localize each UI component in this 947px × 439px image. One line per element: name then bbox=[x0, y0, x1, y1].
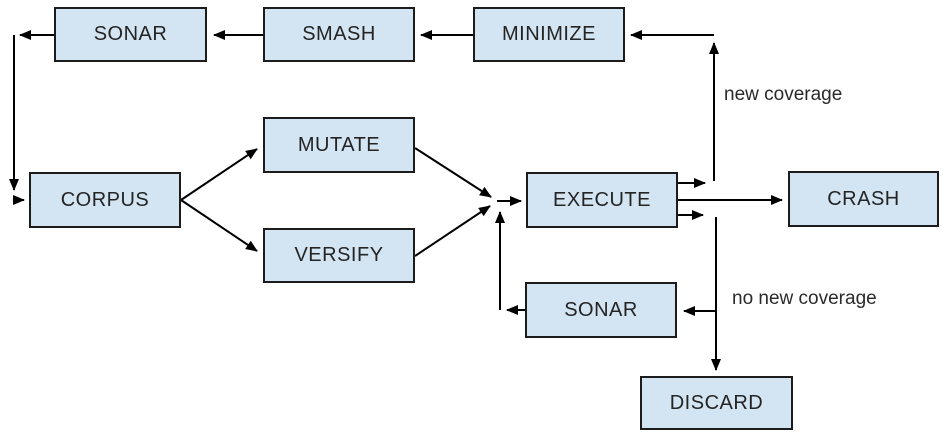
node-versify-label: VERSIFY bbox=[294, 244, 384, 266]
node-mutate: MUTATE bbox=[263, 117, 415, 173]
node-smash-label: SMASH bbox=[302, 23, 376, 45]
node-crash-label: CRASH bbox=[827, 187, 900, 210]
edge-mutate-to-junction bbox=[414, 147, 492, 198]
node-execute: EXECUTE bbox=[526, 172, 678, 228]
node-sonar-top-label: SONAR bbox=[93, 23, 168, 45]
node-crash: CRASH bbox=[788, 171, 939, 227]
annotation-no-new-coverage: no new coverage bbox=[732, 288, 877, 309]
edge-corpus-to-mutate bbox=[180, 148, 258, 201]
annotation-new-coverage: new coverage bbox=[724, 84, 843, 105]
node-corpus-label: CORPUS bbox=[60, 188, 150, 211]
node-discard-label: DISCARD bbox=[669, 391, 764, 414]
node-sonar-top: SONAR bbox=[54, 7, 207, 62]
node-discard: DISCARD bbox=[640, 376, 793, 430]
node-mutate-label: MUTATE bbox=[297, 133, 381, 156]
node-execute-label: EXECUTE bbox=[553, 188, 651, 211]
node-versify: VERSIFY bbox=[263, 228, 415, 283]
node-smash: SMASH bbox=[263, 7, 415, 62]
node-sonar-bottom-label: SONAR bbox=[564, 298, 638, 321]
node-minimize-label: MINIMIZE bbox=[502, 23, 596, 45]
node-corpus: CORPUS bbox=[29, 172, 181, 228]
node-sonar-bottom: SONAR bbox=[525, 282, 677, 338]
node-minimize: MINIMIZE bbox=[473, 7, 625, 62]
edge-versify-to-junction bbox=[414, 205, 491, 257]
edge-corpus-to-versify bbox=[180, 199, 258, 252]
